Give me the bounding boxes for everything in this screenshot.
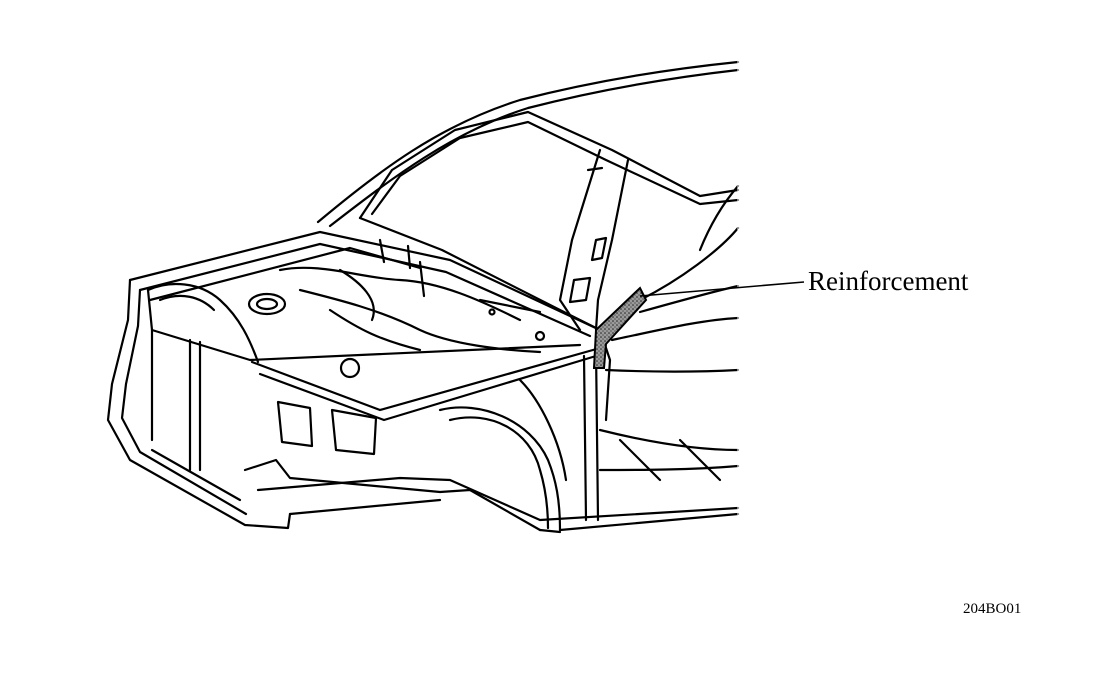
front-side-member: [245, 460, 540, 530]
callout-leader-line: [640, 282, 804, 296]
cowl-panel: [130, 232, 600, 330]
engine-bay-hole: [341, 359, 359, 377]
windshield-frame: [360, 112, 738, 218]
radiator-support: [108, 280, 290, 528]
roof-line: [318, 62, 738, 222]
frame-opening-right: [332, 410, 376, 454]
figure-code: 204BO01: [963, 601, 1022, 617]
a-pillar: [560, 150, 600, 330]
strut-tower-left: [249, 294, 285, 314]
reinforcement-part: [594, 288, 646, 368]
body-shell: [108, 60, 738, 532]
frame-opening-left: [278, 402, 312, 446]
reinforcement-label: Reinforcement: [808, 266, 969, 296]
wheel-arch: [440, 407, 560, 530]
